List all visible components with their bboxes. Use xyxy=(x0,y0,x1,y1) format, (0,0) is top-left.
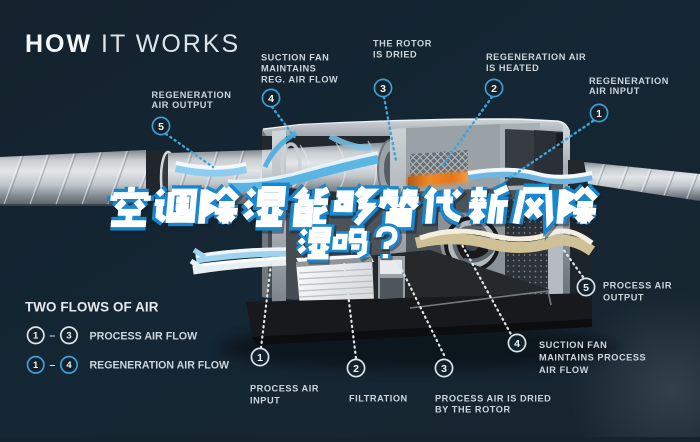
svg-text:SUCTION FAN: SUCTION FAN xyxy=(539,340,607,350)
svg-text:PROCESS AIR IS DRIED: PROCESS AIR IS DRIED xyxy=(435,394,551,404)
svg-text:REGENERATION AIR FLOW: REGENERATION AIR FLOW xyxy=(90,359,229,371)
svg-text:MAINTAINS: MAINTAINS xyxy=(261,64,316,74)
svg-text:IS DRIED: IS DRIED xyxy=(373,50,417,60)
svg-text:3: 3 xyxy=(66,331,71,342)
svg-text:5: 5 xyxy=(583,282,589,294)
svg-text:BY THE ROTOR: BY THE ROTOR xyxy=(435,405,511,415)
svg-text:REGENERATION: REGENERATION xyxy=(589,76,669,86)
svg-text:THE ROTOR: THE ROTOR xyxy=(373,39,432,49)
svg-text:1: 1 xyxy=(596,108,602,120)
svg-text:3: 3 xyxy=(441,363,447,375)
svg-text:PROCESS AIR: PROCESS AIR xyxy=(250,384,319,394)
svg-text:PROCESS AIR: PROCESS AIR xyxy=(603,281,672,291)
svg-text:1: 1 xyxy=(257,352,263,364)
svg-text:3: 3 xyxy=(380,83,386,95)
svg-text:–: – xyxy=(50,360,56,371)
svg-text:2: 2 xyxy=(491,83,497,95)
svg-text:AIR FLOW: AIR FLOW xyxy=(539,365,589,375)
svg-text:FILTRATION: FILTRATION xyxy=(349,394,408,404)
svg-text:REGENERATION: REGENERATION xyxy=(152,90,232,100)
svg-text:SUCTION FAN: SUCTION FAN xyxy=(261,53,329,63)
svg-text:2: 2 xyxy=(353,363,359,375)
svg-text:IS HEATED: IS HEATED xyxy=(486,63,539,73)
svg-text:–: – xyxy=(50,331,56,342)
svg-text:REG. AIR FLOW: REG. AIR FLOW xyxy=(261,75,338,85)
svg-text:5: 5 xyxy=(158,121,164,133)
svg-text:1: 1 xyxy=(33,331,39,342)
svg-text:INPUT: INPUT xyxy=(250,396,280,406)
svg-text:PROCESS AIR FLOW: PROCESS AIR FLOW xyxy=(90,331,199,343)
svg-text:OUTPUT: OUTPUT xyxy=(603,293,644,303)
svg-text:AIR OUTPUT: AIR OUTPUT xyxy=(152,100,214,110)
svg-text:TWO FLOWS OF AIR: TWO FLOWS OF AIR xyxy=(25,300,159,315)
svg-text:4: 4 xyxy=(66,360,72,371)
svg-text:4: 4 xyxy=(514,338,520,350)
svg-text:1: 1 xyxy=(33,360,39,371)
svg-text:HOW IT WORKS: HOW IT WORKS xyxy=(25,30,240,58)
svg-text:4: 4 xyxy=(268,93,274,105)
svg-text:AIR INPUT: AIR INPUT xyxy=(589,86,640,96)
svg-text:REGENERATION AIR: REGENERATION AIR xyxy=(486,52,586,62)
svg-text:MAINTAINS PROCESS: MAINTAINS PROCESS xyxy=(539,353,646,363)
